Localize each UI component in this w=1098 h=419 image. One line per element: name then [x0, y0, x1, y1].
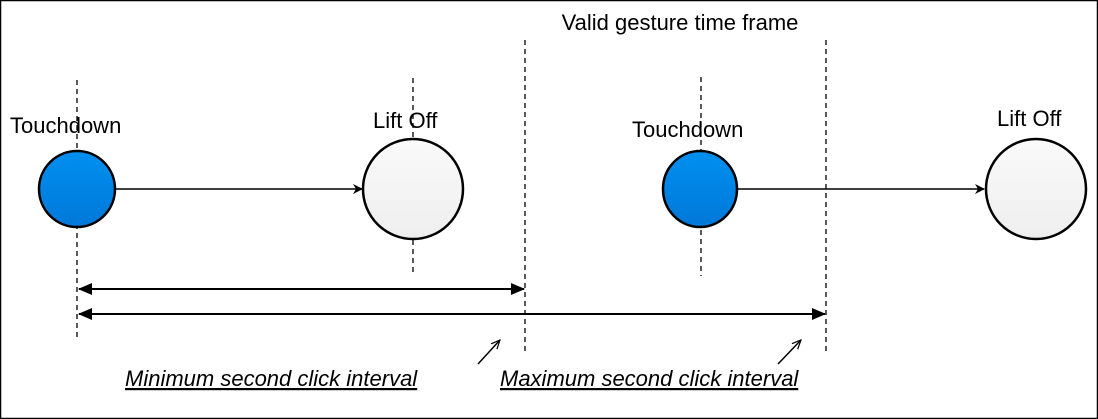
maximum-interval-label: Maximum second click interval [500, 366, 799, 391]
maximum-pointer-arrow [777, 340, 801, 365]
liftoff-2-label: Lift Off [997, 106, 1062, 131]
minimum-interval-label: Minimum second click interval [125, 366, 418, 391]
liftoff-2-circle [984, 137, 1088, 241]
touchdown-1-label: Touchdown [10, 113, 121, 138]
touchdown-2-circle [661, 149, 739, 229]
liftoff-1-circle [361, 137, 465, 241]
touchdown-2-label: Touchdown [632, 117, 743, 142]
liftoff-1-label: Lift Off [373, 108, 438, 133]
minimum-pointer-arrow [477, 340, 500, 365]
touchdown-1-circle [37, 149, 117, 229]
time-frame-title: Valid gesture time frame [562, 10, 799, 35]
